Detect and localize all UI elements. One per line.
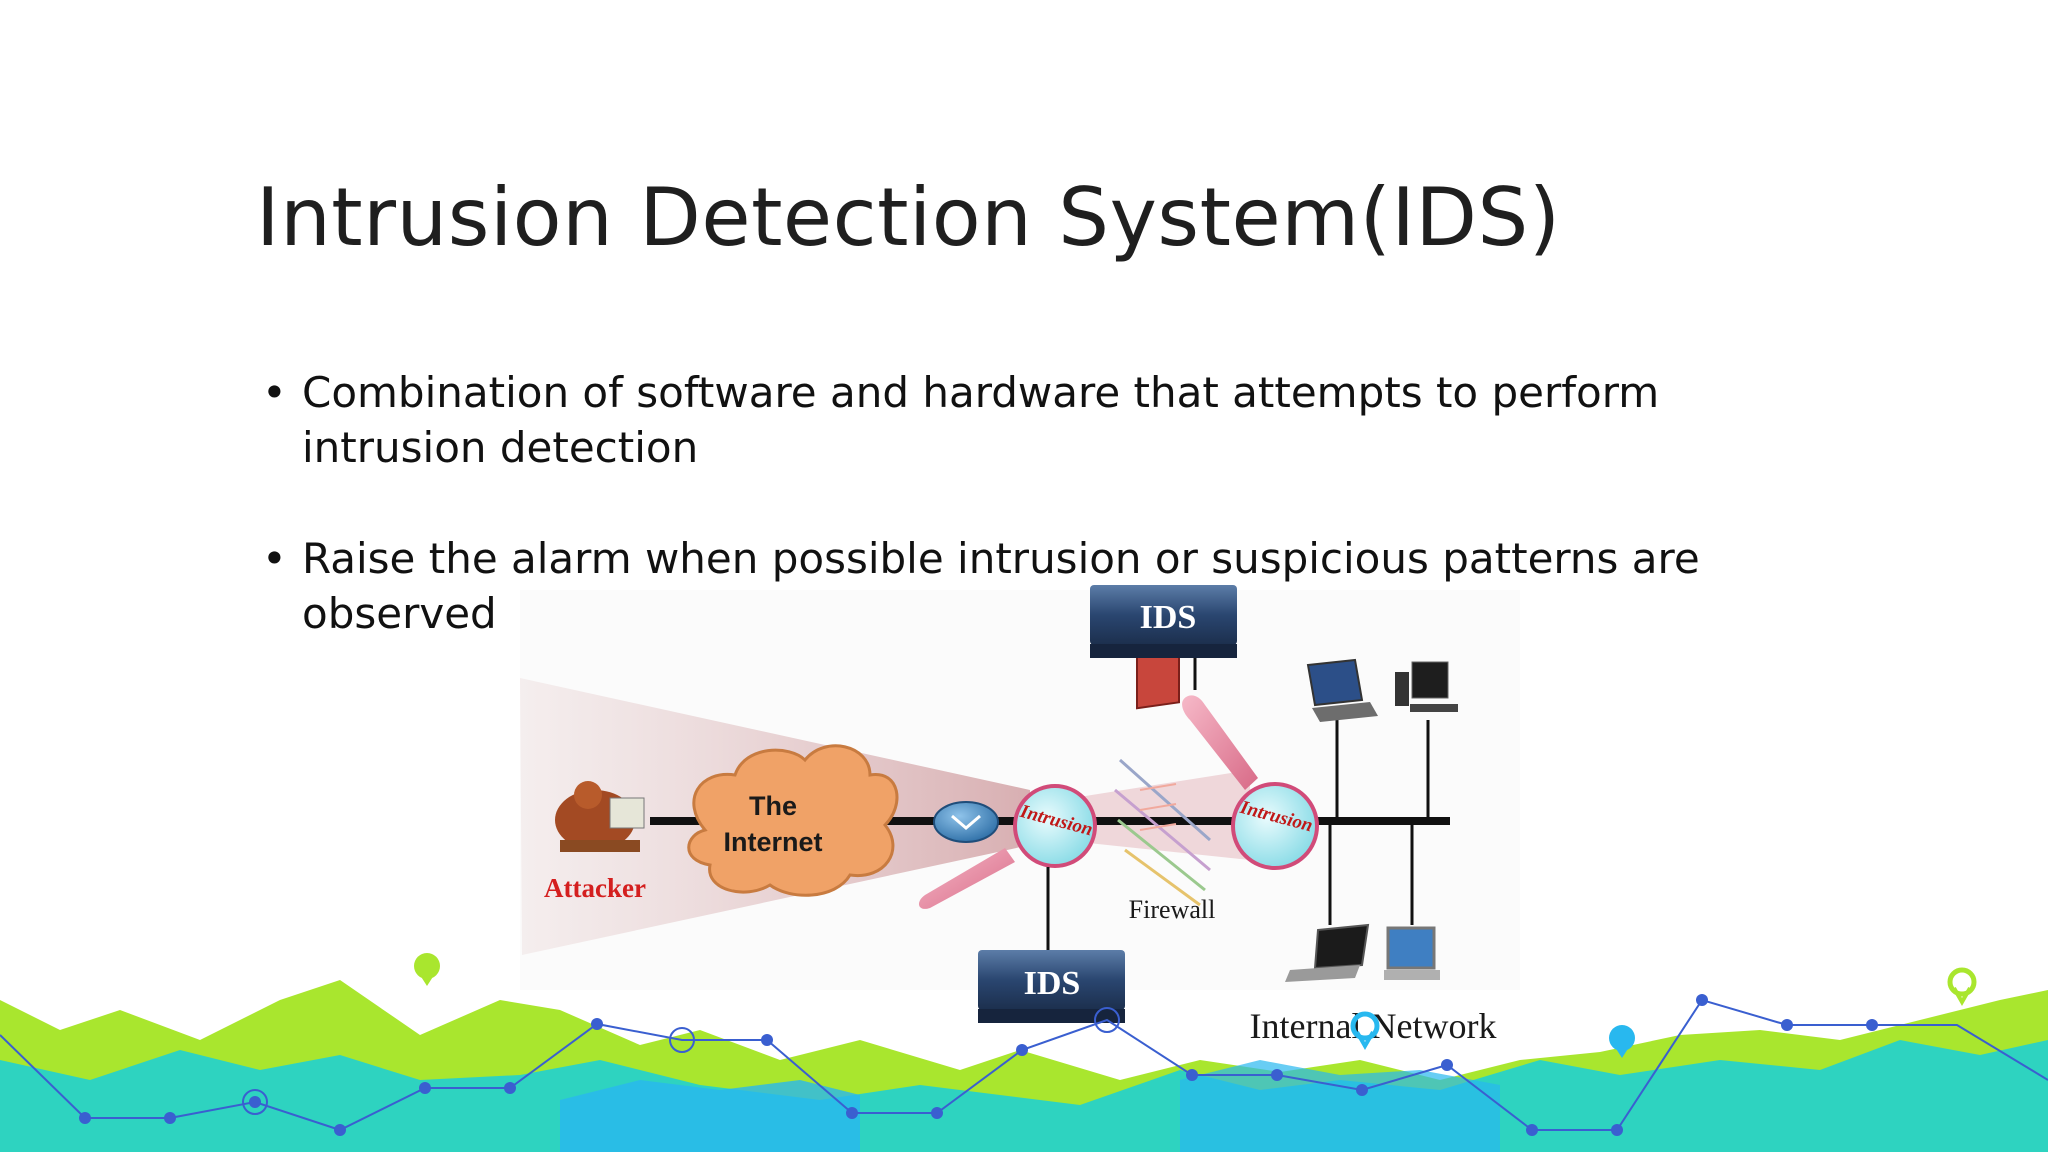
map-pin-icon [414,953,440,986]
ids-label-bottom: IDS [1024,965,1081,1002]
router-icon [934,802,998,842]
ids-label-top: IDS [1140,599,1197,636]
desktop-computer-icon [1384,928,1440,980]
attacker-label: Attacker [544,873,646,903]
firewall-label: Firewall [1129,895,1216,924]
internal-network-label: Internal Network [1250,1006,1497,1046]
cloud-label-line2: Internet [723,827,822,857]
map-pin-icon [1950,970,1974,1002]
cloud-label-line1: The [749,791,797,821]
